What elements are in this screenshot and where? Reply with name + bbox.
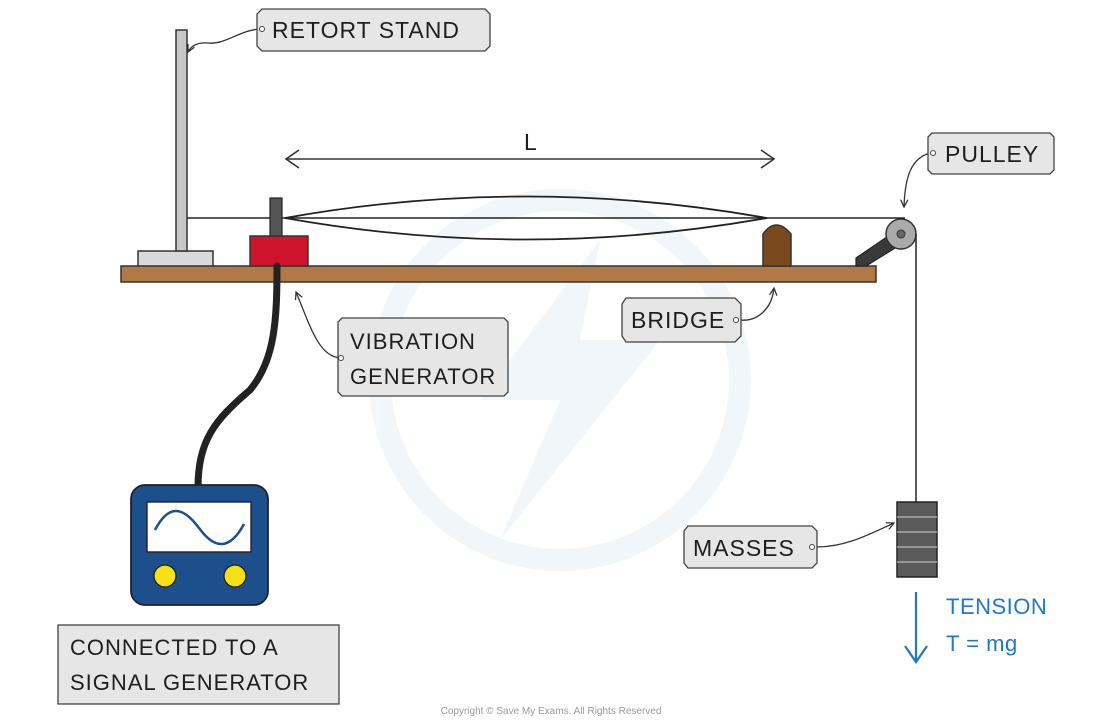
masses-label: MASSES <box>693 535 795 561</box>
signal-label-line2: SIGNAL GENERATOR <box>70 670 309 695</box>
label-vibration-generator: VIBRATION GENERATOR <box>337 317 509 397</box>
left-knob <box>153 564 177 588</box>
label-retort-stand: RETORT STAND <box>256 8 491 52</box>
pulley-label: PULLEY <box>945 141 1039 167</box>
label-bridge: BRIDGE <box>621 297 742 343</box>
signal-generator <box>130 484 269 606</box>
vibration-label-line1: VIBRATION <box>350 329 476 354</box>
retort-stand-label: RETORT STAND <box>272 17 460 43</box>
leader-lines <box>188 28 931 548</box>
copyright-text: Copyright © Save My Exams. All Rights Re… <box>441 706 662 717</box>
signal-label-line1: CONNECTED TO A <box>70 635 279 660</box>
tension-arrow <box>904 592 928 664</box>
tension-label: TENSION <box>946 594 1047 619</box>
label-pulley: PULLEY <box>927 132 1055 175</box>
vibration-label-line2: GENERATOR <box>350 364 496 389</box>
label-signal-generator: CONNECTED TO A SIGNAL GENERATOR <box>57 624 340 705</box>
length-label: L <box>524 129 538 155</box>
retort-stand <box>137 29 214 268</box>
tension-formula: T = mg <box>946 631 1018 656</box>
bridge-label: BRIDGE <box>631 307 725 333</box>
right-knob <box>223 564 247 588</box>
length-arrow <box>284 149 776 169</box>
bench <box>120 265 877 283</box>
vibration-generator <box>249 197 309 267</box>
bridge <box>762 224 792 267</box>
signal-cable <box>194 262 281 492</box>
label-masses: MASSES <box>683 525 818 569</box>
masses <box>896 501 938 578</box>
pulley <box>855 218 917 267</box>
wave-envelope-lower <box>284 217 768 241</box>
wave-envelope-upper <box>284 195 768 219</box>
